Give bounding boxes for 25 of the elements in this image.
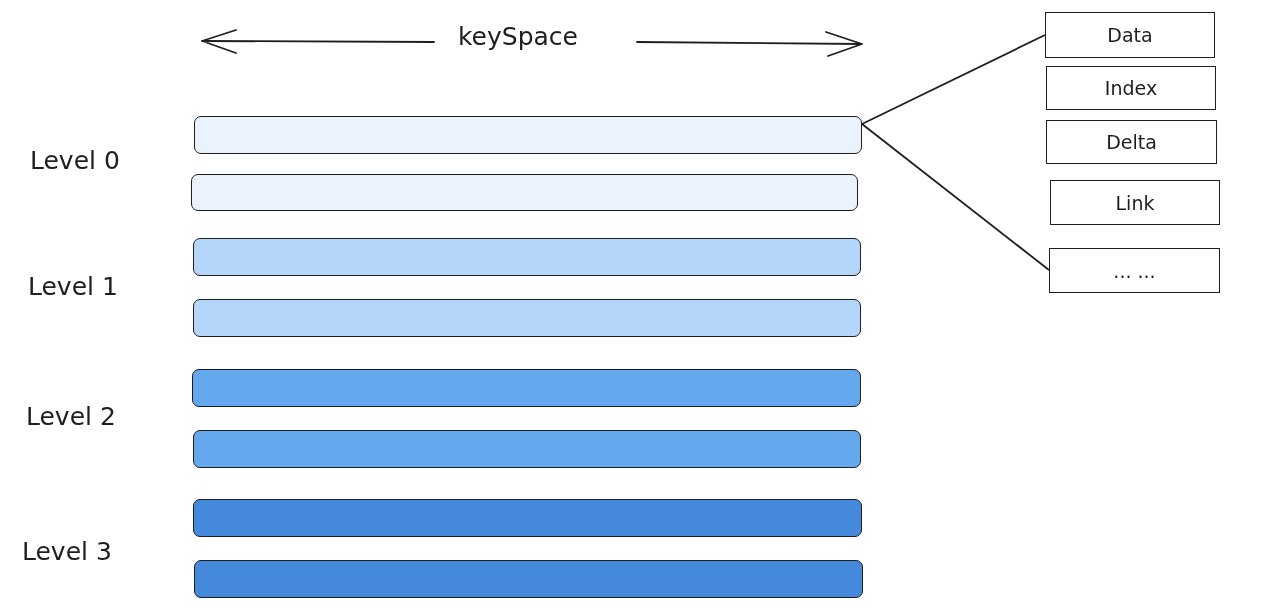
block-box	[1050, 180, 1220, 225]
block-box	[1045, 12, 1215, 58]
block-box	[1049, 248, 1220, 293]
bracket-line	[861, 34, 1046, 125]
layer-bar	[193, 299, 861, 337]
block-label: Link	[1115, 191, 1155, 214]
block-label: Data	[1107, 24, 1153, 46]
level-label: Level 2	[26, 402, 116, 431]
layer-bar	[194, 116, 862, 154]
level-label: Level 0	[30, 146, 120, 175]
level-label: Level 3	[22, 537, 112, 566]
layer-bar	[193, 430, 861, 468]
level-label: Level 1	[28, 272, 118, 301]
layer-bar	[193, 238, 861, 276]
bracket-line	[861, 123, 1050, 271]
layer-bar	[193, 499, 862, 537]
layer-bar	[192, 369, 861, 407]
block-label: Delta	[1106, 131, 1157, 153]
block-label: ... ...	[1113, 259, 1156, 282]
layer-bar	[191, 174, 858, 211]
layer-bar	[194, 560, 863, 598]
block-label: Index	[1104, 77, 1158, 99]
block-box	[1046, 66, 1216, 110]
axis-label: keySpace	[458, 22, 578, 51]
block-box	[1046, 120, 1217, 164]
